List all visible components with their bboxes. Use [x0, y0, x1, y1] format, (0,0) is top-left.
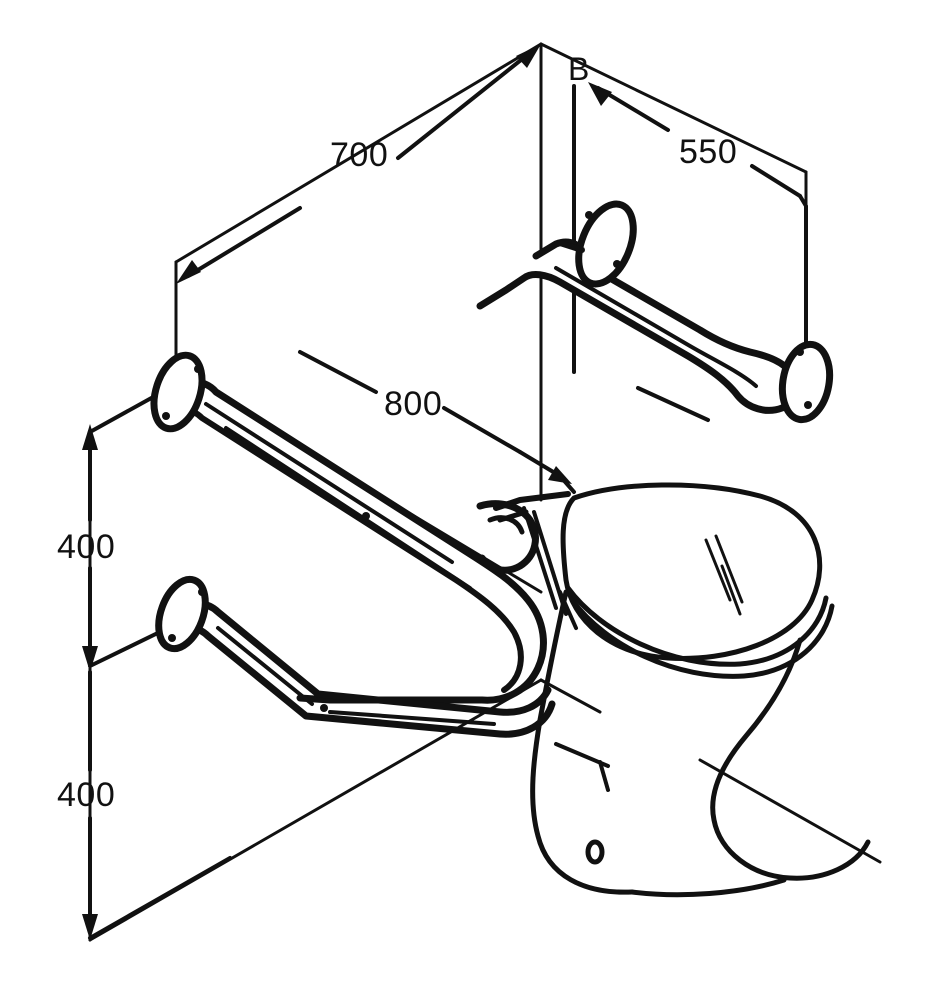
- dimension-800-witness: [298, 350, 378, 394]
- dimension-400-lower-line: [82, 670, 232, 940]
- upper-rail-highlight-2: [636, 386, 710, 422]
- pan-seat-outline: [560, 482, 823, 661]
- pan-base: [629, 877, 787, 898]
- wall-mounting-flange: [150, 351, 206, 433]
- flange-upper-rear-neck: [557, 240, 585, 253]
- flange-screw-hole: [796, 348, 804, 356]
- wall-mounting-flange: [557, 200, 637, 288]
- grab-rail-assembly: [150, 200, 834, 738]
- flange-screw-hole: [198, 588, 206, 596]
- u-bend-upper-loop: [476, 500, 539, 574]
- rail-u-bend: [476, 500, 539, 574]
- diagonal-rail-highlight: [204, 402, 454, 564]
- pan-floor-bolt-hole: [585, 839, 605, 865]
- dimension-labels: 700 550 800 400 400 B: [57, 51, 737, 814]
- dimension-400-upper-leader: [88, 394, 157, 434]
- wall-mounting-flange: [155, 575, 209, 653]
- dimension-700-line: [176, 44, 541, 284]
- pan-pedestal-right: [710, 637, 871, 881]
- dimension-550-line: [588, 82, 808, 374]
- dimension-800-line: [442, 406, 576, 494]
- lower-rail-highlight-2: [328, 710, 496, 726]
- wall-mounting-flange: [778, 340, 834, 424]
- diagonal-rail-highlight-2: [224, 426, 472, 590]
- pan-seat-hatching: [704, 534, 744, 616]
- flange-lower-plate: [155, 575, 209, 653]
- pan-rim-line: [565, 585, 829, 667]
- dimension-400-lower-value: 400: [57, 776, 115, 814]
- dimension-lines: [82, 44, 808, 940]
- lower-rail-mark: [320, 704, 328, 712]
- dimension-550-value: 550: [679, 133, 737, 171]
- flange-upper-right-plate: [778, 340, 834, 424]
- flange-screw-hole: [804, 401, 812, 409]
- dimension-400-upper-line: [82, 424, 170, 672]
- pan-pedestal-left: [530, 589, 635, 895]
- dimension-400-upper-value: 400: [57, 528, 115, 566]
- wc-pan: [493, 482, 871, 898]
- lower-rail-highlight: [216, 626, 314, 706]
- pan-rim-line-2: [569, 597, 835, 679]
- label-datum-b: B: [568, 51, 589, 87]
- u-bend-upper-loop-inner: [487, 515, 525, 535]
- flange-middle-plate: [150, 351, 206, 433]
- flange-screw-hole: [194, 365, 202, 373]
- dimension-700-value: 700: [330, 136, 388, 174]
- upper-rail-highlight: [554, 266, 758, 388]
- flange-screw-hole: [168, 634, 176, 642]
- diagonal-rail-tube: [166, 377, 547, 704]
- dimension-800-value: 800: [384, 385, 442, 423]
- flange-screw-hole: [585, 211, 593, 219]
- flange-screw-hole: [162, 412, 170, 420]
- flange-screw-hole: [613, 260, 621, 268]
- diagonal-rail-mark: [362, 512, 370, 520]
